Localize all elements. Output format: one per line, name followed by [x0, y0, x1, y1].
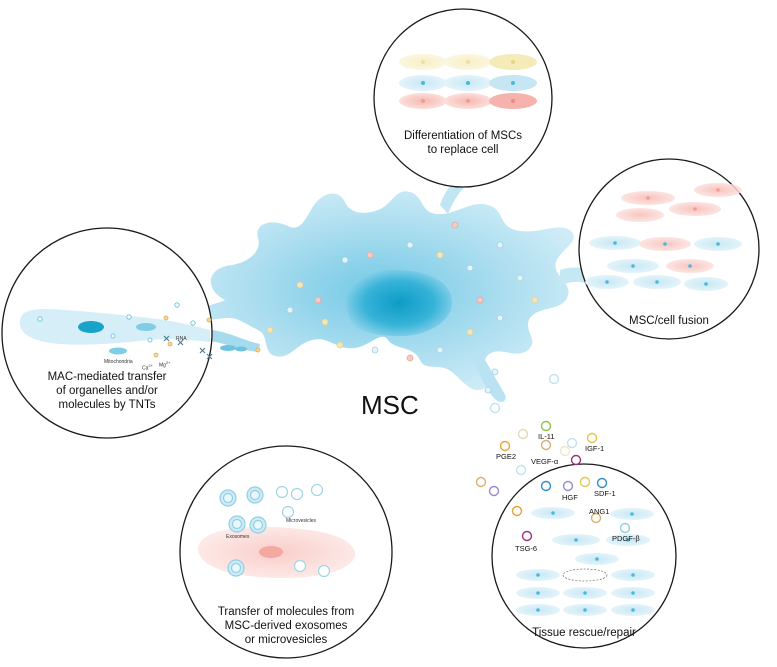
- ang1-molecule-icon: [590, 512, 602, 524]
- tissue-cells: [516, 507, 655, 616]
- mitochondrion-icon: [136, 323, 156, 331]
- fusion-circle: [578, 158, 760, 340]
- exosome-caption: Transfer of molecules from MSC-derived e…: [193, 605, 379, 647]
- exosome-icons: [219, 486, 267, 577]
- tsg6-molecule-icon-top: [570, 454, 582, 466]
- ang1-label: ANG1: [589, 507, 610, 516]
- mitochondria-label: Mitochondria: [104, 359, 133, 365]
- pge2-label: PGE2: [496, 452, 517, 461]
- tnt-circle: [1, 227, 261, 439]
- mg-label-base: Mg: [159, 362, 166, 369]
- yellow-cell-row: [399, 54, 537, 70]
- exosome-caption-line1: Transfer of molecules from: [217, 606, 355, 618]
- sdf1-label: SDF-1: [594, 489, 616, 498]
- differentiation-caption-line2: to replace cell: [427, 144, 499, 156]
- exosome-circle: [179, 445, 393, 659]
- differentiation-caption: Differentiation of MSCs to replace cell: [388, 129, 538, 157]
- il11-molecule-icon: [540, 420, 552, 432]
- tnt-vesicles: [37, 302, 261, 358]
- repair-circle: [491, 463, 677, 649]
- tsg6-label: TSG-6: [515, 544, 538, 553]
- pdgf-molecule-icon: [619, 522, 631, 534]
- tnt-caption-line3: molecules by TNTs: [58, 399, 156, 411]
- pdgf-label: PDGF-β: [612, 534, 640, 543]
- ca-label-base: Ca: [142, 365, 149, 372]
- microvesicles-label: Microvesicles: [286, 518, 317, 524]
- hgf-label: HGF: [562, 493, 578, 502]
- target-cell-nucleus: [78, 321, 104, 333]
- exosomes-label: Exosomes: [226, 534, 250, 540]
- sdf1-molecule-icon: [579, 476, 591, 488]
- microvesicle-icons: [275, 483, 331, 578]
- igf1-molecule-icon: [586, 432, 598, 444]
- secreted-molecules: [475, 373, 631, 542]
- pge2-molecule-icon: [499, 440, 511, 452]
- tnt-caption-line1: MAC-mediated transfer: [47, 371, 167, 383]
- ion-cross-icons: [163, 335, 213, 360]
- blue-cell-row: [399, 75, 537, 91]
- ca-label-charge: 2+: [148, 363, 153, 368]
- il11-label: IL-11: [538, 432, 555, 441]
- rna-label: RNA: [176, 336, 187, 342]
- msc-vesicles: [266, 221, 539, 394]
- ca-label: Ca2+: [142, 363, 153, 372]
- vegf-label: VEGF-α: [531, 457, 559, 466]
- differentiation-circle: [373, 8, 553, 188]
- pink-cell-row: [399, 93, 537, 109]
- mg-label-charge: 2+: [165, 360, 171, 365]
- mg-label: Mg2+: [159, 360, 171, 369]
- tnt-caption-line2: of organelles and/or: [56, 385, 158, 397]
- igf1-label: IGF-1: [585, 444, 605, 453]
- fusion-caption: MSC/cell fusion: [629, 315, 709, 327]
- exosome-caption-line3: or microvesicles: [244, 634, 328, 646]
- msc-label: MSC: [361, 390, 419, 420]
- msc-cell: [182, 171, 603, 402]
- exosome-caption-line2: MSC-derived exosomes: [224, 620, 348, 632]
- tsg6-molecule-icon: [521, 530, 533, 542]
- hgf-molecule-icon: [562, 480, 574, 492]
- tnt-caption: MAC-mediated transfer of organelles and/…: [10, 370, 204, 412]
- repair-caption: Tissue rescue/repair: [532, 627, 636, 639]
- differentiation-caption-line1: Differentiation of MSCs: [403, 130, 523, 142]
- fused-cells: [585, 183, 742, 291]
